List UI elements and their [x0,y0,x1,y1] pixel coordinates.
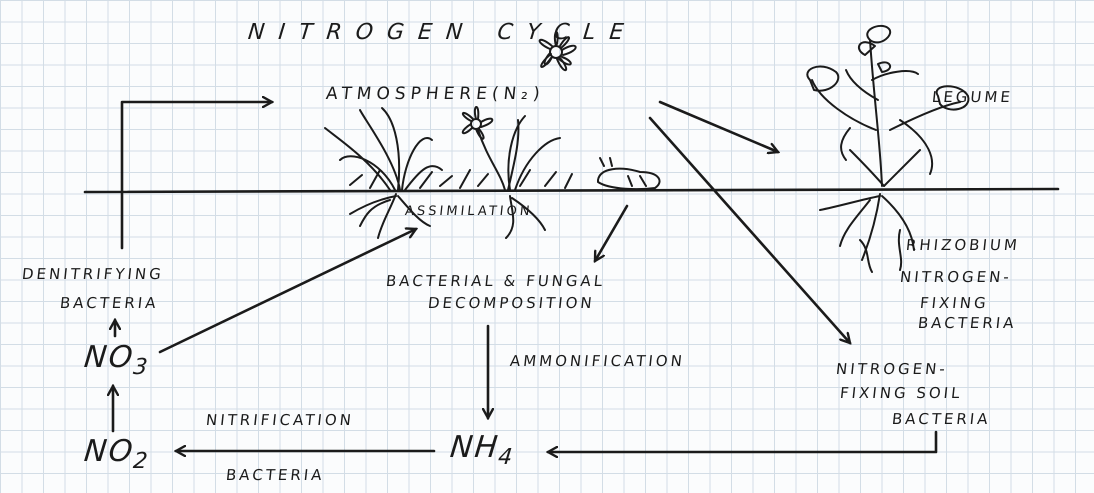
arrow-atmosphere-to-soil-bacteria [650,118,850,343]
no3-label: NO3 [82,340,152,380]
nh4-text: NH [448,430,501,465]
denitrifying-label: DENITRIFYING [21,265,165,283]
decomposition-label-2: DECOMPOSITION [427,294,596,312]
fixing-label: FIXING [919,294,990,312]
no2-text: NO [82,434,136,469]
no2-subscript: 2 [132,449,151,474]
arrow-denitrification-to-atmosphere [122,102,272,248]
no3-subscript: 3 [132,355,151,380]
nitrification-bacteria-label: BACTERIA [225,466,325,484]
denitrifying-bacteria-label: BACTERIA [59,294,159,312]
soil-bacteria-label-1: NITROGEN- [835,360,949,378]
decomposition-label-1: BACTERIAL & FUNGAL [385,272,606,290]
nh4-subscript: 4 [497,445,516,470]
nitrification-label: NITRIFICATION [205,411,355,429]
assimilation-label: ASSIMILATION [404,204,533,219]
ammonification-label: AMMONIFICATION [509,352,686,370]
rhizobium-bacteria-label: BACTERIA [917,314,1017,332]
arrow-atmosphere-to-legume [660,102,778,152]
nitrogen-fixing-label: NITROGEN- [899,268,1013,286]
arrow-to-decomposition [595,206,627,261]
rhizobium-label: RHIZOBIUM [905,236,1021,254]
nh4-label: NH4 [448,430,517,470]
arrow-no3-to-assimilation [160,229,416,352]
diagram-title: NITROGEN CYCLE [247,20,639,45]
legume-label: LEGUME [931,88,1014,106]
no2-label: NO2 [82,434,152,474]
ground-line [85,189,1058,192]
atmosphere-label: ATMOSPHERE(N₂) [325,84,546,104]
soil-bacteria-label-2: FIXING SOIL [839,384,963,402]
no3-text: NO [82,340,136,375]
arrow-soil-bacteria-to-nh4 [548,432,936,452]
critter-icon [598,158,660,189]
soil-bacteria-label-3: BACTERIA [891,410,991,428]
